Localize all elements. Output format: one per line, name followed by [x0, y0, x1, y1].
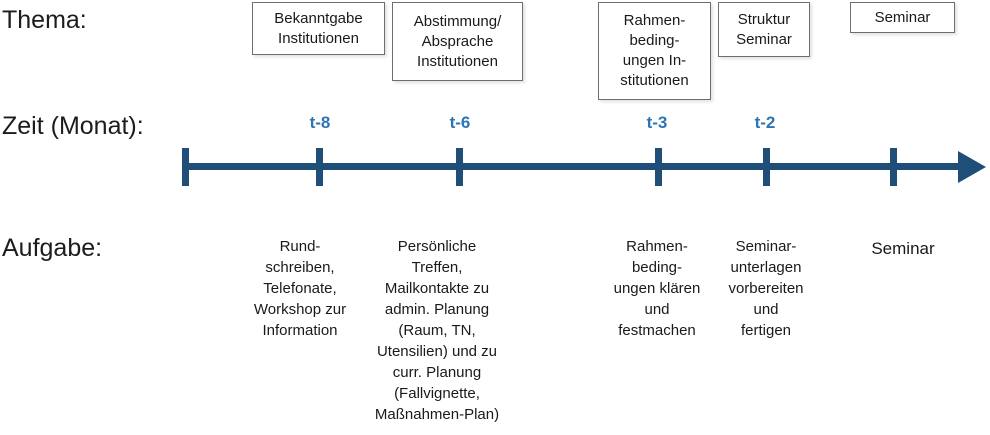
- thema-row-label: Thema:: [2, 6, 87, 34]
- timeline-tick-t-3: [655, 148, 662, 186]
- theme-box-rahmenbedingungen: Rahmen- beding- ungen In- stitutionen: [598, 2, 711, 100]
- timeline-axis-line: [183, 163, 961, 170]
- tick-label-t-2: t-2: [754, 113, 776, 132]
- zeit-row-label: Zeit (Monat):: [2, 112, 144, 140]
- aufgabe-row-label: Aufgabe:: [2, 234, 103, 262]
- theme-box-bekanntgabe-institutionen: Bekanntgabe Institutionen: [252, 2, 385, 55]
- theme-box-seminar: Seminar: [850, 2, 955, 33]
- theme-box-struktur-seminar: Struktur Seminar: [718, 2, 810, 57]
- task-persoenliche-treffen: Persönliche Treffen, Mailkontakte zu adm…: [374, 238, 500, 423]
- task-rahmenbedingungen-klaeren: Rahmen- beding- ungen klären und festmac…: [613, 238, 701, 339]
- arrow-right-icon: [958, 151, 986, 183]
- tick-label-t-8: t-8: [309, 113, 331, 132]
- task-rundschreiben: Rund- schreiben, Telefonate, Workshop zu…: [253, 238, 347, 339]
- tick-label-t-6: t-6: [449, 113, 471, 132]
- timeline-tick-t-2: [763, 148, 770, 186]
- timeline-tick-t-8: [316, 148, 323, 186]
- timeline-tick-start: [182, 148, 189, 186]
- tick-label-t-3: t-3: [646, 113, 668, 132]
- timeline-tick-end: [890, 148, 897, 186]
- task-seminarunterlagen: Seminar- unterlagen vorbereiten und fert…: [728, 238, 804, 339]
- timeline-tick-t-6: [456, 148, 463, 186]
- theme-box-abstimmung-absprache: Abstimmung/ Absprache Institutionen: [392, 2, 523, 81]
- task-seminar: Seminar: [871, 239, 935, 258]
